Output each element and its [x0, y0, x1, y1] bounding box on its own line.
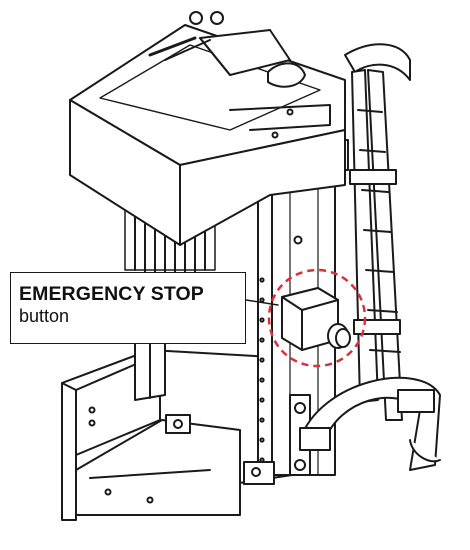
callout-title: EMERGENCY STOP: [19, 283, 204, 305]
top-control-box: [69, 11, 346, 246]
callout-leader-line: [245, 299, 279, 306]
callout-subtitle: button: [19, 306, 70, 326]
support-bracket: [134, 334, 166, 401]
emergency-stop-callout: EMERGENCY STOP button: [10, 272, 246, 344]
emergency-stop-button-icon: [281, 287, 351, 351]
highlight-circle: [267, 268, 367, 368]
